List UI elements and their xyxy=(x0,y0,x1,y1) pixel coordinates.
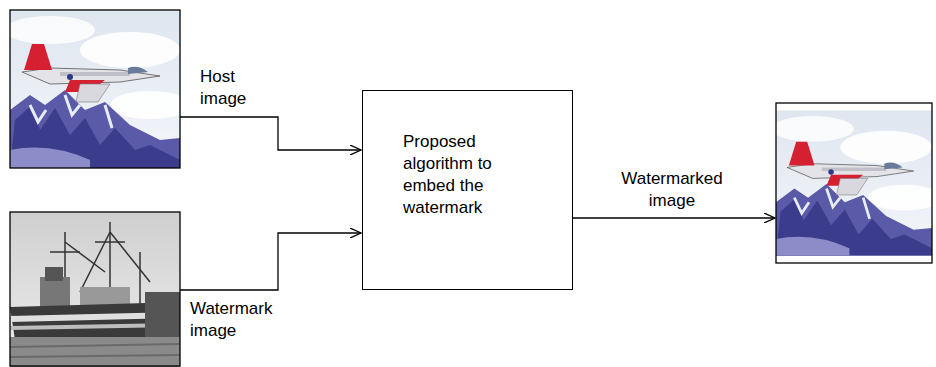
input-line xyxy=(180,117,361,150)
arrow-label: Watermark image xyxy=(190,298,290,342)
box-text: Proposed algorithm to embed the watermar… xyxy=(403,131,523,219)
input-line xyxy=(180,233,361,290)
arrow-label: Watermarked image xyxy=(612,168,732,212)
process-box: Proposed algorithm to embed the watermar… xyxy=(362,90,573,290)
watermarked-image xyxy=(771,103,936,263)
arrow-label: Host image xyxy=(200,66,264,110)
host-image xyxy=(5,10,190,168)
watermark-image xyxy=(10,212,180,367)
output-line xyxy=(573,217,775,218)
